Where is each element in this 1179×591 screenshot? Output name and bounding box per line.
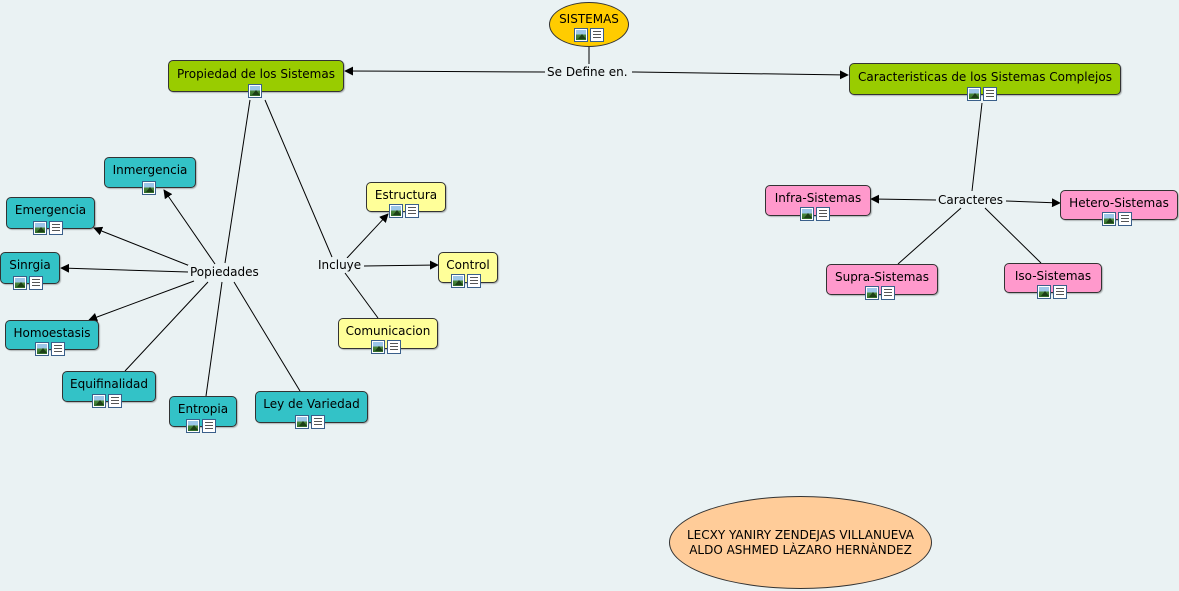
concept-label: Estructura [374,188,438,202]
document-resource-icon[interactable] [467,274,481,288]
concept-label: Sinrgia [9,258,51,272]
link-propiedad-popiedades [224,99,251,264]
document-resource-icon[interactable] [590,28,604,42]
image-resource-icon[interactable] [389,204,403,218]
image-resource-icon[interactable] [800,207,814,221]
image-resource-icon[interactable] [371,340,385,354]
image-resource-icon[interactable] [1102,212,1116,226]
document-resource-icon[interactable] [387,340,401,354]
image-resource-icon[interactable] [13,276,27,290]
linking-phrase-properties: Popiedades [188,265,261,279]
concept-label: Emergencia [14,203,87,217]
root-concept-sistemas[interactable]: SISTEMAS [549,2,629,47]
link-popiedades-equifinalidad [124,281,209,372]
document-resource-icon[interactable] [311,415,325,429]
concept-label: Inmergencia [112,163,188,177]
link-caracteres-hetero [1005,198,1061,208]
document-resource-icon[interactable] [202,419,216,433]
link-popiedades-inmergencia [163,189,216,265]
root-label: SISTEMAS [559,12,619,26]
link-popiedades-entropia [205,281,223,397]
concept-label: Caracteristicas de los Sistemas Complejo… [858,70,1112,84]
link-caracteristicas-caracteres [971,102,983,192]
concept-label: Comunicacion [345,324,431,338]
concept-hetero-sistemas[interactable]: Hetero-Sistemas [1060,190,1178,220]
linking-phrase-defines: Se Define en. [545,65,630,79]
link-incluye-comunicacion [344,272,379,319]
concept-label: Hetero-Sistemas [1069,196,1169,210]
concept-caracteristicas-sistemas-complejos[interactable]: Caracteristicas de los Sistemas Complejo… [849,63,1121,95]
author-name-2: ALDO ASHMED LÀZARO HERNÀNDEZ [689,543,912,557]
link-caracteres-infra [870,194,937,204]
image-resource-icon[interactable] [35,342,49,356]
concept-infra-sistemas[interactable]: Infra-Sistemas [765,185,871,216]
image-resource-icon[interactable] [865,286,879,300]
concept-label: Infra-Sistemas [774,191,862,205]
authors-oval: LECXY YANIRY ZENDEJAS VILLANUEVA ALDO AS… [669,496,932,589]
image-resource-icon[interactable] [1037,285,1051,299]
link-defines-propiedad [344,66,546,76]
document-resource-icon[interactable] [405,204,419,218]
concept-label: Equifinalidad [70,377,148,391]
document-resource-icon[interactable] [29,276,43,290]
image-resource-icon[interactable] [574,28,588,42]
link-incluye-control [363,260,439,270]
image-resource-icon[interactable] [33,221,47,235]
link-defines-caracteristicas [631,70,849,80]
image-resource-icon[interactable] [967,87,981,101]
link-incluye-estructura [346,213,389,259]
concept-label: Control [446,258,490,272]
concept-label: Iso-Sistemas [1014,269,1092,283]
concept-label: Entropia [177,402,229,416]
document-resource-icon[interactable] [1053,285,1067,299]
concept-label: Ley de Variedad [263,397,360,411]
image-resource-icon[interactable] [92,394,106,408]
document-resource-icon[interactable] [881,286,895,300]
link-caracteres-supra [897,207,962,265]
concept-label: Homoestasis [13,326,91,340]
concept-inmergencia[interactable]: Inmergencia [104,157,196,188]
linking-phrase-includes: Incluye [316,258,364,272]
link-caracteres-iso [984,207,1042,264]
link-popiedades-sinrgia [60,263,189,273]
link-propiedad-incluye [264,99,333,258]
document-resource-icon[interactable] [816,207,830,221]
document-resource-icon[interactable] [983,87,997,101]
image-resource-icon[interactable] [142,181,156,195]
document-resource-icon[interactable] [49,221,63,235]
document-resource-icon[interactable] [1118,212,1132,226]
concept-label: Propiedad de los Sistemas [177,67,335,81]
link-popiedades-homoestasis [88,280,195,322]
image-resource-icon[interactable] [248,84,262,98]
linking-phrase-characters: Caracteres [936,193,1006,207]
image-resource-icon[interactable] [451,274,465,288]
document-resource-icon[interactable] [108,394,122,408]
concept-equifinalidad[interactable]: Equifinalidad [62,371,156,402]
document-resource-icon[interactable] [51,342,65,356]
link-popiedades-ley [233,281,301,392]
author-name-1: LECXY YANIRY ZENDEJAS VILLANUEVA [686,528,914,542]
link-popiedades-emergencia [93,226,191,267]
concept-label: Supra-Sistemas [834,270,930,284]
image-resource-icon[interactable] [295,415,309,429]
image-resource-icon[interactable] [186,419,200,433]
